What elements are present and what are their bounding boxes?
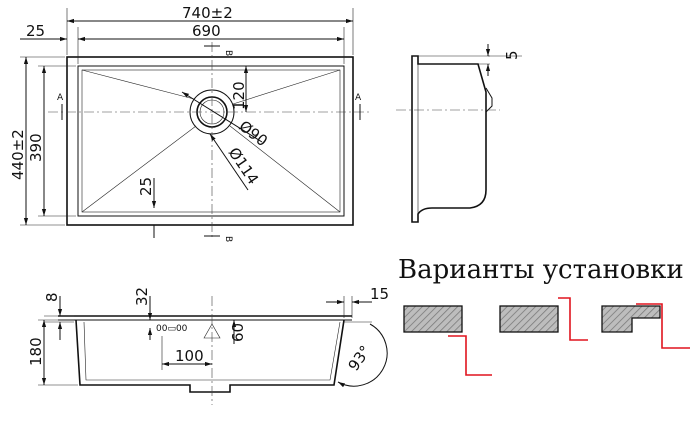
warning-triangle-icon [203,323,221,339]
dim-drain-offset-front: 100 [175,347,204,365]
slope-line [81,69,195,100]
dim-inner-width: 690 [192,22,221,40]
sink-edge-line [558,297,588,341]
side-view: 5 [396,44,522,223]
section-b-top: B [223,50,233,56]
dim-drain-depth: 32 [133,287,151,306]
dim-rim-width: 15 [370,285,389,303]
section-b-bottom: B [223,236,233,242]
product-label: 00▭00 [156,324,188,334]
dim-rim: 8 [43,292,61,302]
sink-edge-line [448,335,492,376]
slope-line [229,125,341,213]
dim-flange-diameter: Ø114 [225,144,263,188]
dim-rim-thickness: 5 [503,50,521,60]
sink-outline [66,56,354,226]
dim-height: 180 [27,337,45,366]
slope-line [81,125,197,213]
dim-overall-height: 440±2 [9,129,27,180]
slope-line [232,69,341,105]
bowl-profile [75,319,345,393]
section-a-left: A [57,93,64,103]
installation-title: Варианты установки [398,255,684,285]
install-option-undermount [403,305,492,376]
dim-corner-radius: 25 [137,177,155,196]
dim-inner-height: 390 [27,133,45,162]
section-a-right: A [355,93,362,103]
dim-wall-angle: 93° [345,342,375,374]
bowl-outline [77,65,345,217]
sink-edge-line [636,303,690,349]
dim-left-margin: 25 [26,22,45,40]
front-view: 00▭00 8 180 32 100 60 15 93° [27,285,389,405]
installation-section: Варианты установки [398,255,690,376]
dim-drain-height: 60 [229,323,247,342]
dim-drain-offset: 120 [230,81,248,110]
top-view: A A B B 740±2 690 25 440±2 390 120 [9,4,372,242]
bowl-inner-edge [81,69,341,213]
dim-overall-width: 740±2 [182,4,233,22]
install-option-flush [499,297,588,341]
side-profile [411,55,487,223]
install-option-inset [601,303,690,349]
